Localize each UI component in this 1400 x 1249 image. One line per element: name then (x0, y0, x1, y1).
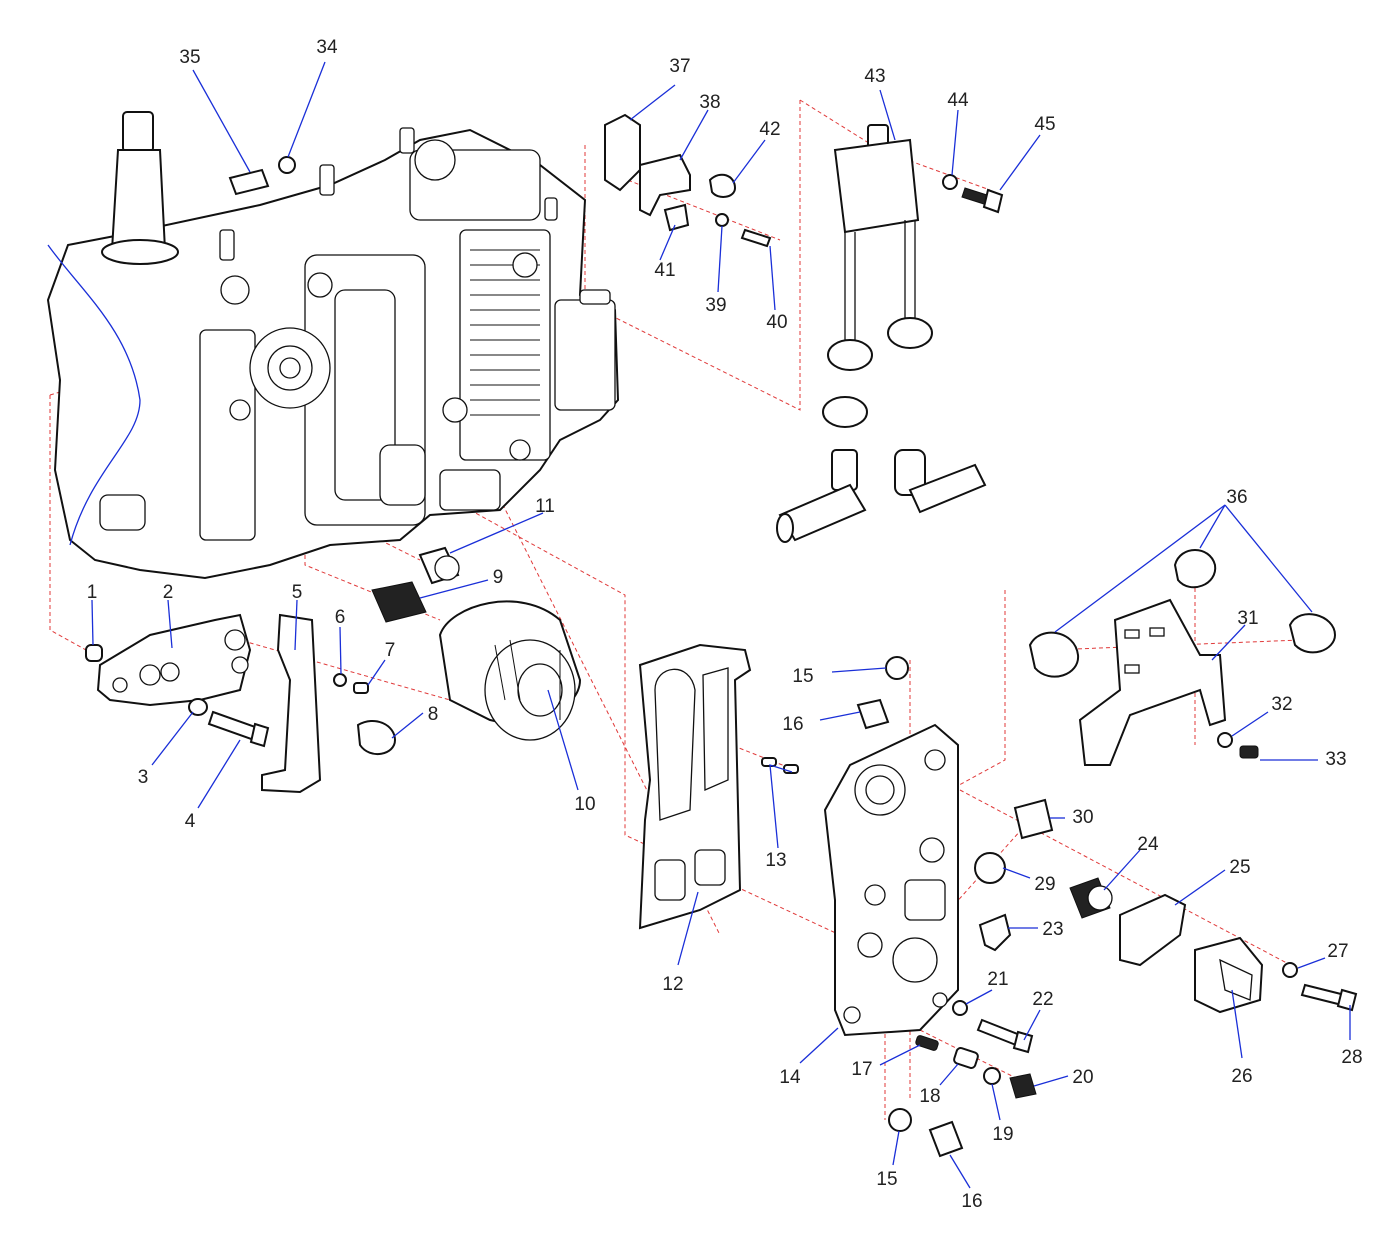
callout-19: 19 (992, 1124, 1013, 1145)
part-22-bolt (976, 1018, 1034, 1054)
part-7-screw (353, 682, 369, 694)
callout-29: 29 (1034, 874, 1055, 895)
leader-lines (91, 61, 1351, 1189)
part-33-screw (1239, 745, 1259, 759)
part-25-gasket (1119, 893, 1187, 967)
callout-27: 27 (1327, 941, 1348, 962)
part-18-sleeve (953, 1047, 979, 1069)
part-16-plug-top (856, 698, 890, 730)
part-12-gasket (638, 643, 752, 930)
callout-4: 4 (185, 811, 196, 832)
callout-35: 35 (179, 47, 200, 68)
part-27-washer (1282, 962, 1298, 978)
callout-3: 3 (138, 767, 149, 788)
part-13-pins (761, 757, 799, 774)
callout-26: 26 (1231, 1066, 1252, 1087)
engine-block (46, 111, 620, 580)
callout-20: 20 (1072, 1067, 1093, 1088)
callout-25: 25 (1229, 857, 1250, 878)
callout-33: 33 (1325, 749, 1346, 770)
callout-28: 28 (1341, 1047, 1362, 1068)
part-1-dowel (85, 644, 103, 662)
callout-23: 23 (1042, 919, 1063, 940)
block-trim-line (47, 244, 141, 546)
callout-39: 39 (705, 295, 726, 316)
part-32-washer (1217, 732, 1233, 748)
part-28-bolt (1300, 983, 1358, 1012)
callout-2: 2 (163, 582, 174, 603)
part-36-clips (1028, 549, 1337, 678)
part-26-housing (1194, 936, 1264, 1014)
callout-30: 30 (1072, 807, 1093, 828)
callout-numbers: 1 2 3 4 5 6 7 8 9 10 11 12 13 14 15 16 1… (87, 37, 1363, 1212)
callout-22: 22 (1032, 989, 1053, 1010)
callout-9: 9 (493, 567, 504, 588)
callout-43: 43 (864, 66, 885, 87)
callout-42: 42 (759, 119, 780, 140)
part-21-washer (952, 1000, 968, 1016)
callout-1: 1 (87, 582, 98, 603)
callout-41: 41 (654, 260, 675, 281)
part-15-washer-bottom (888, 1108, 912, 1132)
part-6-washer (333, 673, 347, 687)
part-39-washer (715, 213, 729, 227)
callout-36: 36 (1226, 487, 1247, 508)
part-2-oil-pump (96, 613, 252, 707)
callout-17: 17 (851, 1059, 872, 1080)
part-20-plug (1009, 1073, 1037, 1099)
callout-15-bottom: 15 (876, 1169, 897, 1190)
callout-38: 38 (699, 92, 720, 113)
callout-7: 7 (385, 640, 396, 661)
part-4-bolt (207, 710, 270, 748)
part-43-ignition-coil (776, 124, 987, 543)
part-9-fitting (371, 581, 427, 623)
part-34-washer (278, 156, 296, 174)
callout-34: 34 (316, 37, 338, 58)
part-19-washer (983, 1067, 1001, 1085)
callout-24: 24 (1137, 834, 1159, 855)
part-45-bolt (961, 187, 1004, 214)
callout-32: 32 (1271, 694, 1292, 715)
part-23-fitting (978, 913, 1012, 952)
part-44-washer (942, 174, 958, 190)
part-16-plug-bottom (928, 1120, 964, 1158)
part-17-stud (915, 1035, 939, 1051)
callout-13: 13 (765, 850, 786, 871)
part-30-plug (1013, 798, 1054, 840)
part-24-thermostat (1069, 877, 1113, 919)
part-37-plate (604, 113, 641, 192)
callout-10: 10 (574, 794, 595, 815)
callout-14: 14 (779, 1067, 801, 1088)
callout-37: 37 (669, 56, 690, 77)
part-42-clip (708, 173, 737, 198)
callout-11: 11 (535, 496, 555, 517)
part-5-bracket (261, 613, 322, 794)
callout-40: 40 (766, 312, 787, 333)
callout-5: 5 (292, 582, 303, 603)
part-29-o-ring (974, 852, 1006, 884)
callout-45: 45 (1034, 114, 1055, 135)
part-10-oil-filter (438, 600, 582, 741)
callout-18: 18 (919, 1086, 940, 1107)
callout-21: 21 (987, 969, 1008, 990)
callout-6: 6 (335, 607, 346, 628)
part-41-clip (663, 203, 690, 232)
part-35-fitting (228, 168, 270, 196)
part-31-bracket (1078, 598, 1227, 766)
part-11-plug (418, 546, 460, 585)
part-8-clip (356, 720, 397, 755)
callout-16-bottom: 16 (961, 1191, 982, 1212)
callout-44: 44 (947, 90, 969, 111)
part-15-washer-top (885, 656, 909, 680)
callout-16-top: 16 (782, 714, 803, 735)
callout-31: 31 (1237, 608, 1258, 629)
part-3-washer (188, 698, 208, 716)
part-40-screw (740, 228, 772, 248)
callout-8: 8 (428, 704, 439, 725)
callout-12: 12 (662, 974, 683, 995)
part-14-cover (823, 723, 959, 1037)
callout-15-top: 15 (792, 666, 813, 687)
